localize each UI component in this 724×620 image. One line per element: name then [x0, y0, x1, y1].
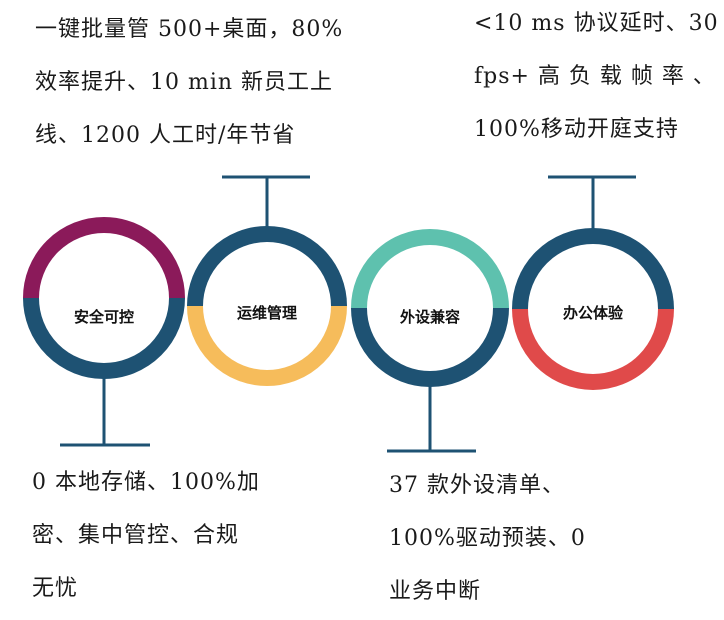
experience-line-3: 100%移动开庭支持 — [474, 117, 679, 142]
experience-ring-top-arc — [512, 228, 674, 310]
security-ring-label: 安全可控 — [74, 308, 134, 326]
security-line-1: 0 本地存储、100%加 — [32, 470, 260, 495]
ops-description: 一键批量管 500+桌面，80% 效率提升、10 min 新员工上 线、1200… — [35, 3, 343, 162]
security-description: 0 本地存储、100%加 密、集中管控、合规 无忧 — [32, 456, 260, 615]
ops-line-3: 线、1200 人工时/年节省 — [35, 123, 296, 148]
connector-lines — [60, 175, 636, 453]
peripherals-line-3: 业务中断 — [389, 579, 482, 604]
security-line-3: 无忧 — [32, 576, 79, 601]
peripherals-ring: 外设兼容 — [351, 229, 509, 387]
experience-ring: 办公体验 — [512, 228, 674, 390]
experience-ring-label: 办公体验 — [563, 304, 624, 322]
peripherals-description: 37 款外设清单、 100%驱动预装、0 业务中断 — [389, 459, 586, 618]
experience-ring-bottom-arc — [512, 308, 674, 390]
ops-ring-top-arc — [187, 226, 347, 307]
security-ring: 安全可控 — [23, 217, 185, 379]
ops-ring: 运维管理 — [187, 226, 347, 386]
peripherals-line-2: 100%驱动预装、0 — [389, 526, 586, 551]
peripherals-ring-bottom-arc — [351, 307, 509, 387]
experience-line-1: <10 ms 协议延时、30 — [474, 11, 719, 36]
ops-ring-bottom-arc — [187, 305, 347, 386]
peripherals-ring-label: 外设兼容 — [399, 308, 460, 326]
ops-ring-label: 运维管理 — [237, 304, 297, 322]
peripherals-ring-top-arc — [351, 229, 509, 309]
experience-line-2: fps+ 高 负 载 帧 率 、 — [474, 64, 716, 89]
ops-line-1: 一键批量管 500+桌面，80% — [35, 17, 344, 42]
experience-description: <10 ms 协议延时、30 fps+ 高 负 载 帧 率 、 100%移动开庭… — [474, 0, 719, 156]
security-line-2: 密、集中管控、合规 — [32, 523, 240, 548]
security-ring-top-arc — [23, 217, 185, 299]
peripherals-line-1: 37 款外设清单、 — [389, 473, 565, 498]
ops-line-2: 效率提升、10 min 新员工上 — [35, 70, 334, 95]
security-ring-bottom-arc — [23, 297, 185, 379]
